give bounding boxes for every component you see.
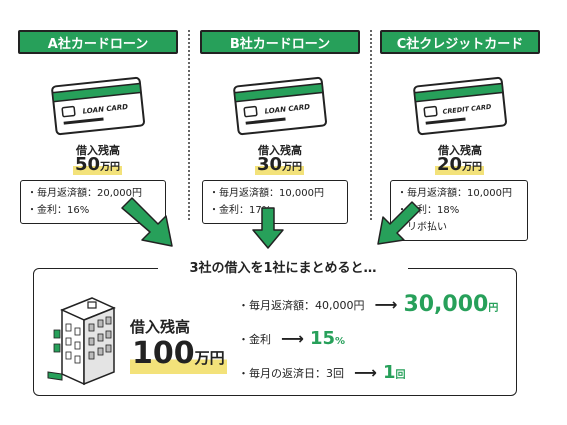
detail-line: ・毎月返済額：10,000円: [209, 188, 324, 199]
arrow-down-left-icon: [377, 201, 421, 245]
arrow-right-icon: ⟶: [281, 329, 304, 348]
row-value: 30,000円: [403, 292, 499, 317]
building-icon: [47, 297, 116, 386]
detail-line: ・金利：16%: [27, 205, 90, 216]
arrow-right-icon: ⟶: [354, 363, 377, 382]
row-label: ・毎月返済額：40,000円: [238, 298, 365, 312]
row-value: 1回: [382, 362, 406, 383]
loan-card-icon: LOAN CARD: [51, 76, 145, 136]
divider-2: [370, 30, 372, 220]
company-c-title: C社クレジットカード: [380, 30, 540, 54]
summary-balance-label: 借入残高: [130, 318, 191, 336]
row-value: 15%: [309, 328, 346, 349]
company-a-title: A社カードローン: [18, 30, 178, 54]
balance-value: 20万円: [435, 154, 485, 175]
detail-line: ・毎月返済額：20,000円: [27, 188, 142, 199]
summary-row-paydays: ・毎月の返済日：3回 ⟶ 1回: [238, 362, 405, 383]
divider-1: [188, 30, 190, 220]
row-label: ・毎月の返済日：3回: [238, 366, 344, 380]
balance-label: 借入残高: [258, 144, 302, 157]
detail-line: ・リボ払い: [397, 222, 447, 233]
summary-row-payment: ・毎月返済額：40,000円 ⟶ 30,000円: [238, 292, 498, 317]
loan-card-icon: LOAN CARD: [233, 76, 327, 136]
row-label: ・金利: [238, 332, 271, 346]
balance-value: 50万円: [73, 154, 123, 175]
arrow-down-icon: [252, 207, 284, 249]
balance-value: 30万円: [255, 154, 305, 175]
company-b-title: B社カードローン: [200, 30, 360, 54]
credit-card-icon: CREDIT CARD: [413, 76, 507, 136]
detail-line: ・金利：18%: [397, 205, 460, 216]
summary-balance-value: 100万円: [130, 338, 227, 374]
arrow-right-icon: ⟶: [374, 295, 398, 314]
summary-title: 3社の借入を1社にまとめると…: [158, 259, 408, 279]
arrow-down-right-icon: [121, 197, 173, 247]
balance-label: 借入残高: [438, 144, 482, 157]
balance-label: 借入残高: [76, 144, 120, 157]
detail-box: ・毎月返済額：10,000円 ・金利：18% ・リボ払い: [390, 180, 528, 241]
detail-box: ・毎月返済額：10,000円 ・金利：17%: [202, 180, 348, 224]
detail-line: ・毎月返済額：10,000円: [397, 188, 512, 199]
detail-line: ・金利：17%: [209, 205, 272, 216]
summary-row-rate: ・金利 ⟶ 15%: [238, 328, 345, 349]
